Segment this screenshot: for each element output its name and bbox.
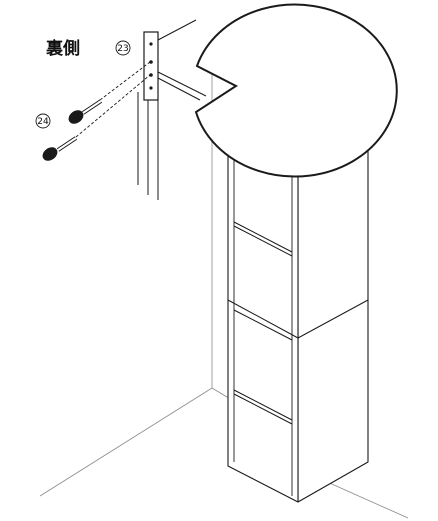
callout-screw-number-text: 24: [37, 117, 49, 127]
bookcase-shelves: [227, 221, 369, 425]
bracket-number-text: 23: [117, 44, 128, 54]
shelf-3-edge: [233, 393, 293, 425]
screw-upper: [68, 99, 103, 124]
callout-panel-top: [157, 19, 197, 41]
shelf-1-edge: [233, 225, 293, 257]
detail-callout: 裏側 23 24: [35, 3, 398, 200]
callout-bubble: [194, 3, 398, 178]
shelf-mid: [227, 299, 369, 339]
bracket-23: [143, 31, 159, 101]
callout-screw-number: 24: [35, 113, 51, 129]
shelf-1: [233, 221, 293, 253]
bookcase-side-panel: [297, 131, 369, 503]
back-side-label: 裏側: [45, 38, 80, 59]
shelf-mid-edge: [233, 309, 293, 341]
screw-lower: [42, 136, 78, 161]
bracket-number: 23: [115, 40, 131, 56]
shelf-3: [233, 389, 293, 421]
floor-line-left: [39, 387, 213, 497]
